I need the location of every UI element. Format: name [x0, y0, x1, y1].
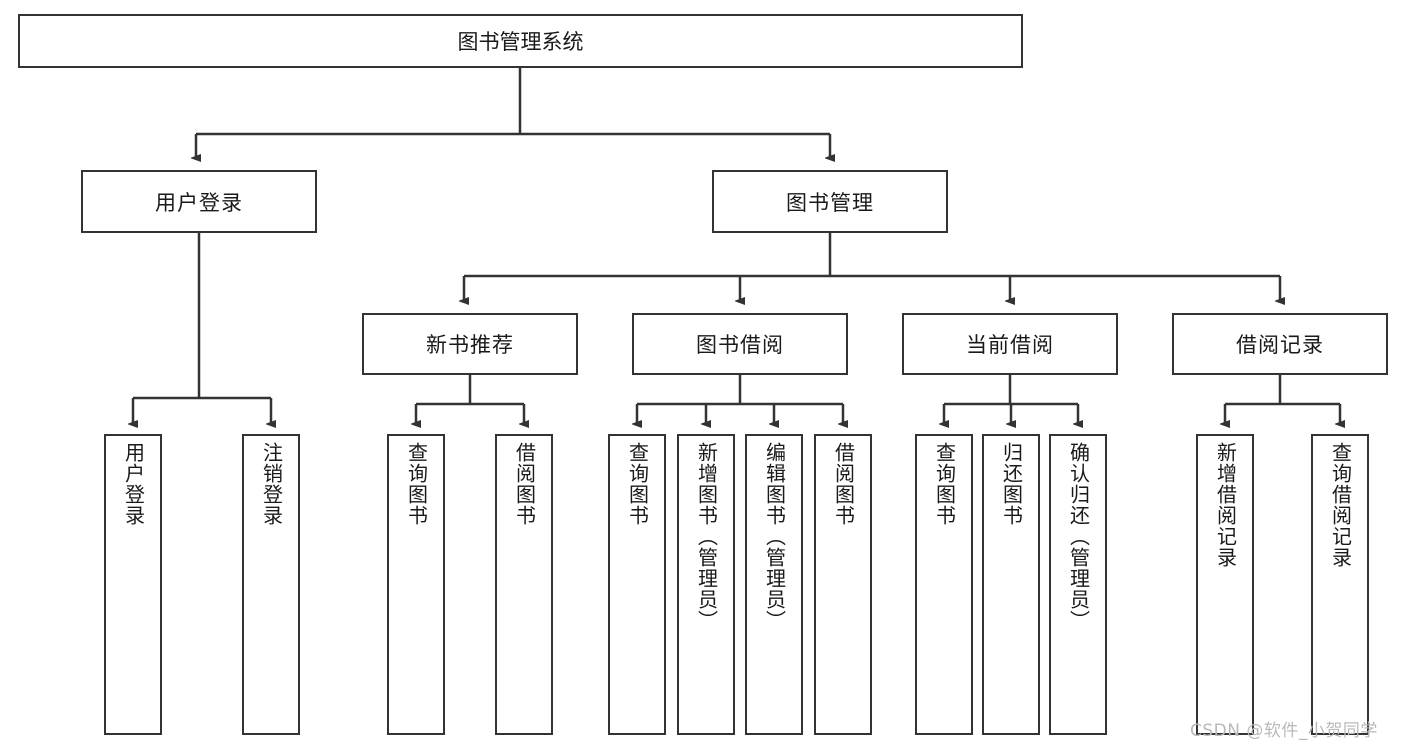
- node-root-system[interactable]: 图书管理系统: [18, 14, 1023, 68]
- node-label: 图书借阅: [696, 333, 784, 357]
- node-user-login[interactable]: 用户登录: [81, 170, 317, 233]
- leaf-current-confirm-return[interactable]: 确认归还（管理员）: [1049, 434, 1107, 735]
- node-label: 新增借阅记录: [1213, 442, 1238, 568]
- leaf-current-return-book[interactable]: 归还图书: [982, 434, 1040, 735]
- node-label: 查询借阅记录: [1328, 442, 1353, 568]
- node-label: 新增图书（管理员）: [694, 442, 719, 631]
- leaf-user-logout[interactable]: 注销登录: [242, 434, 300, 735]
- node-label: 新书推荐: [426, 333, 514, 357]
- node-label: 图书管理系统: [457, 30, 584, 54]
- leaf-new-book-query[interactable]: 查询图书: [387, 434, 445, 735]
- node-current-borrow[interactable]: 当前借阅: [902, 313, 1118, 375]
- leaf-current-query-book[interactable]: 查询图书: [915, 434, 973, 735]
- node-label: 注销登录: [259, 442, 284, 526]
- node-book-management[interactable]: 图书管理: [712, 170, 948, 233]
- node-label: 借阅记录: [1236, 333, 1324, 357]
- watermark: CSDN @软件_小贺同学: [1190, 721, 1378, 741]
- node-label: 用户登录: [155, 190, 243, 215]
- leaf-borrow-borrow-book[interactable]: 借阅图书: [814, 434, 872, 735]
- leaf-new-book-borrow[interactable]: 借阅图书: [495, 434, 553, 735]
- node-label: 当前借阅: [966, 333, 1054, 357]
- leaf-record-add[interactable]: 新增借阅记录: [1196, 434, 1254, 735]
- leaf-borrow-edit-book[interactable]: 编辑图书（管理员）: [745, 434, 803, 735]
- node-new-book-recommend[interactable]: 新书推荐: [362, 313, 578, 375]
- node-label: 查询图书: [625, 442, 650, 526]
- node-label: 查询图书: [404, 442, 429, 526]
- leaf-borrow-add-book[interactable]: 新增图书（管理员）: [677, 434, 735, 735]
- node-label: 图书管理: [786, 190, 874, 215]
- node-label: 查询图书: [932, 442, 957, 526]
- node-label: 归还图书: [999, 442, 1024, 526]
- leaf-record-query[interactable]: 查询借阅记录: [1311, 434, 1369, 735]
- node-book-borrow[interactable]: 图书借阅: [632, 313, 848, 375]
- node-label: 用户登录: [121, 442, 146, 526]
- leaf-user-login[interactable]: 用户登录: [104, 434, 162, 735]
- node-borrow-record[interactable]: 借阅记录: [1172, 313, 1388, 375]
- node-label: 编辑图书（管理员）: [762, 442, 787, 631]
- node-label: 借阅图书: [831, 442, 856, 526]
- node-label: 确认归还（管理员）: [1066, 442, 1091, 631]
- node-label: 借阅图书: [512, 442, 537, 526]
- leaf-borrow-query-book[interactable]: 查询图书: [608, 434, 666, 735]
